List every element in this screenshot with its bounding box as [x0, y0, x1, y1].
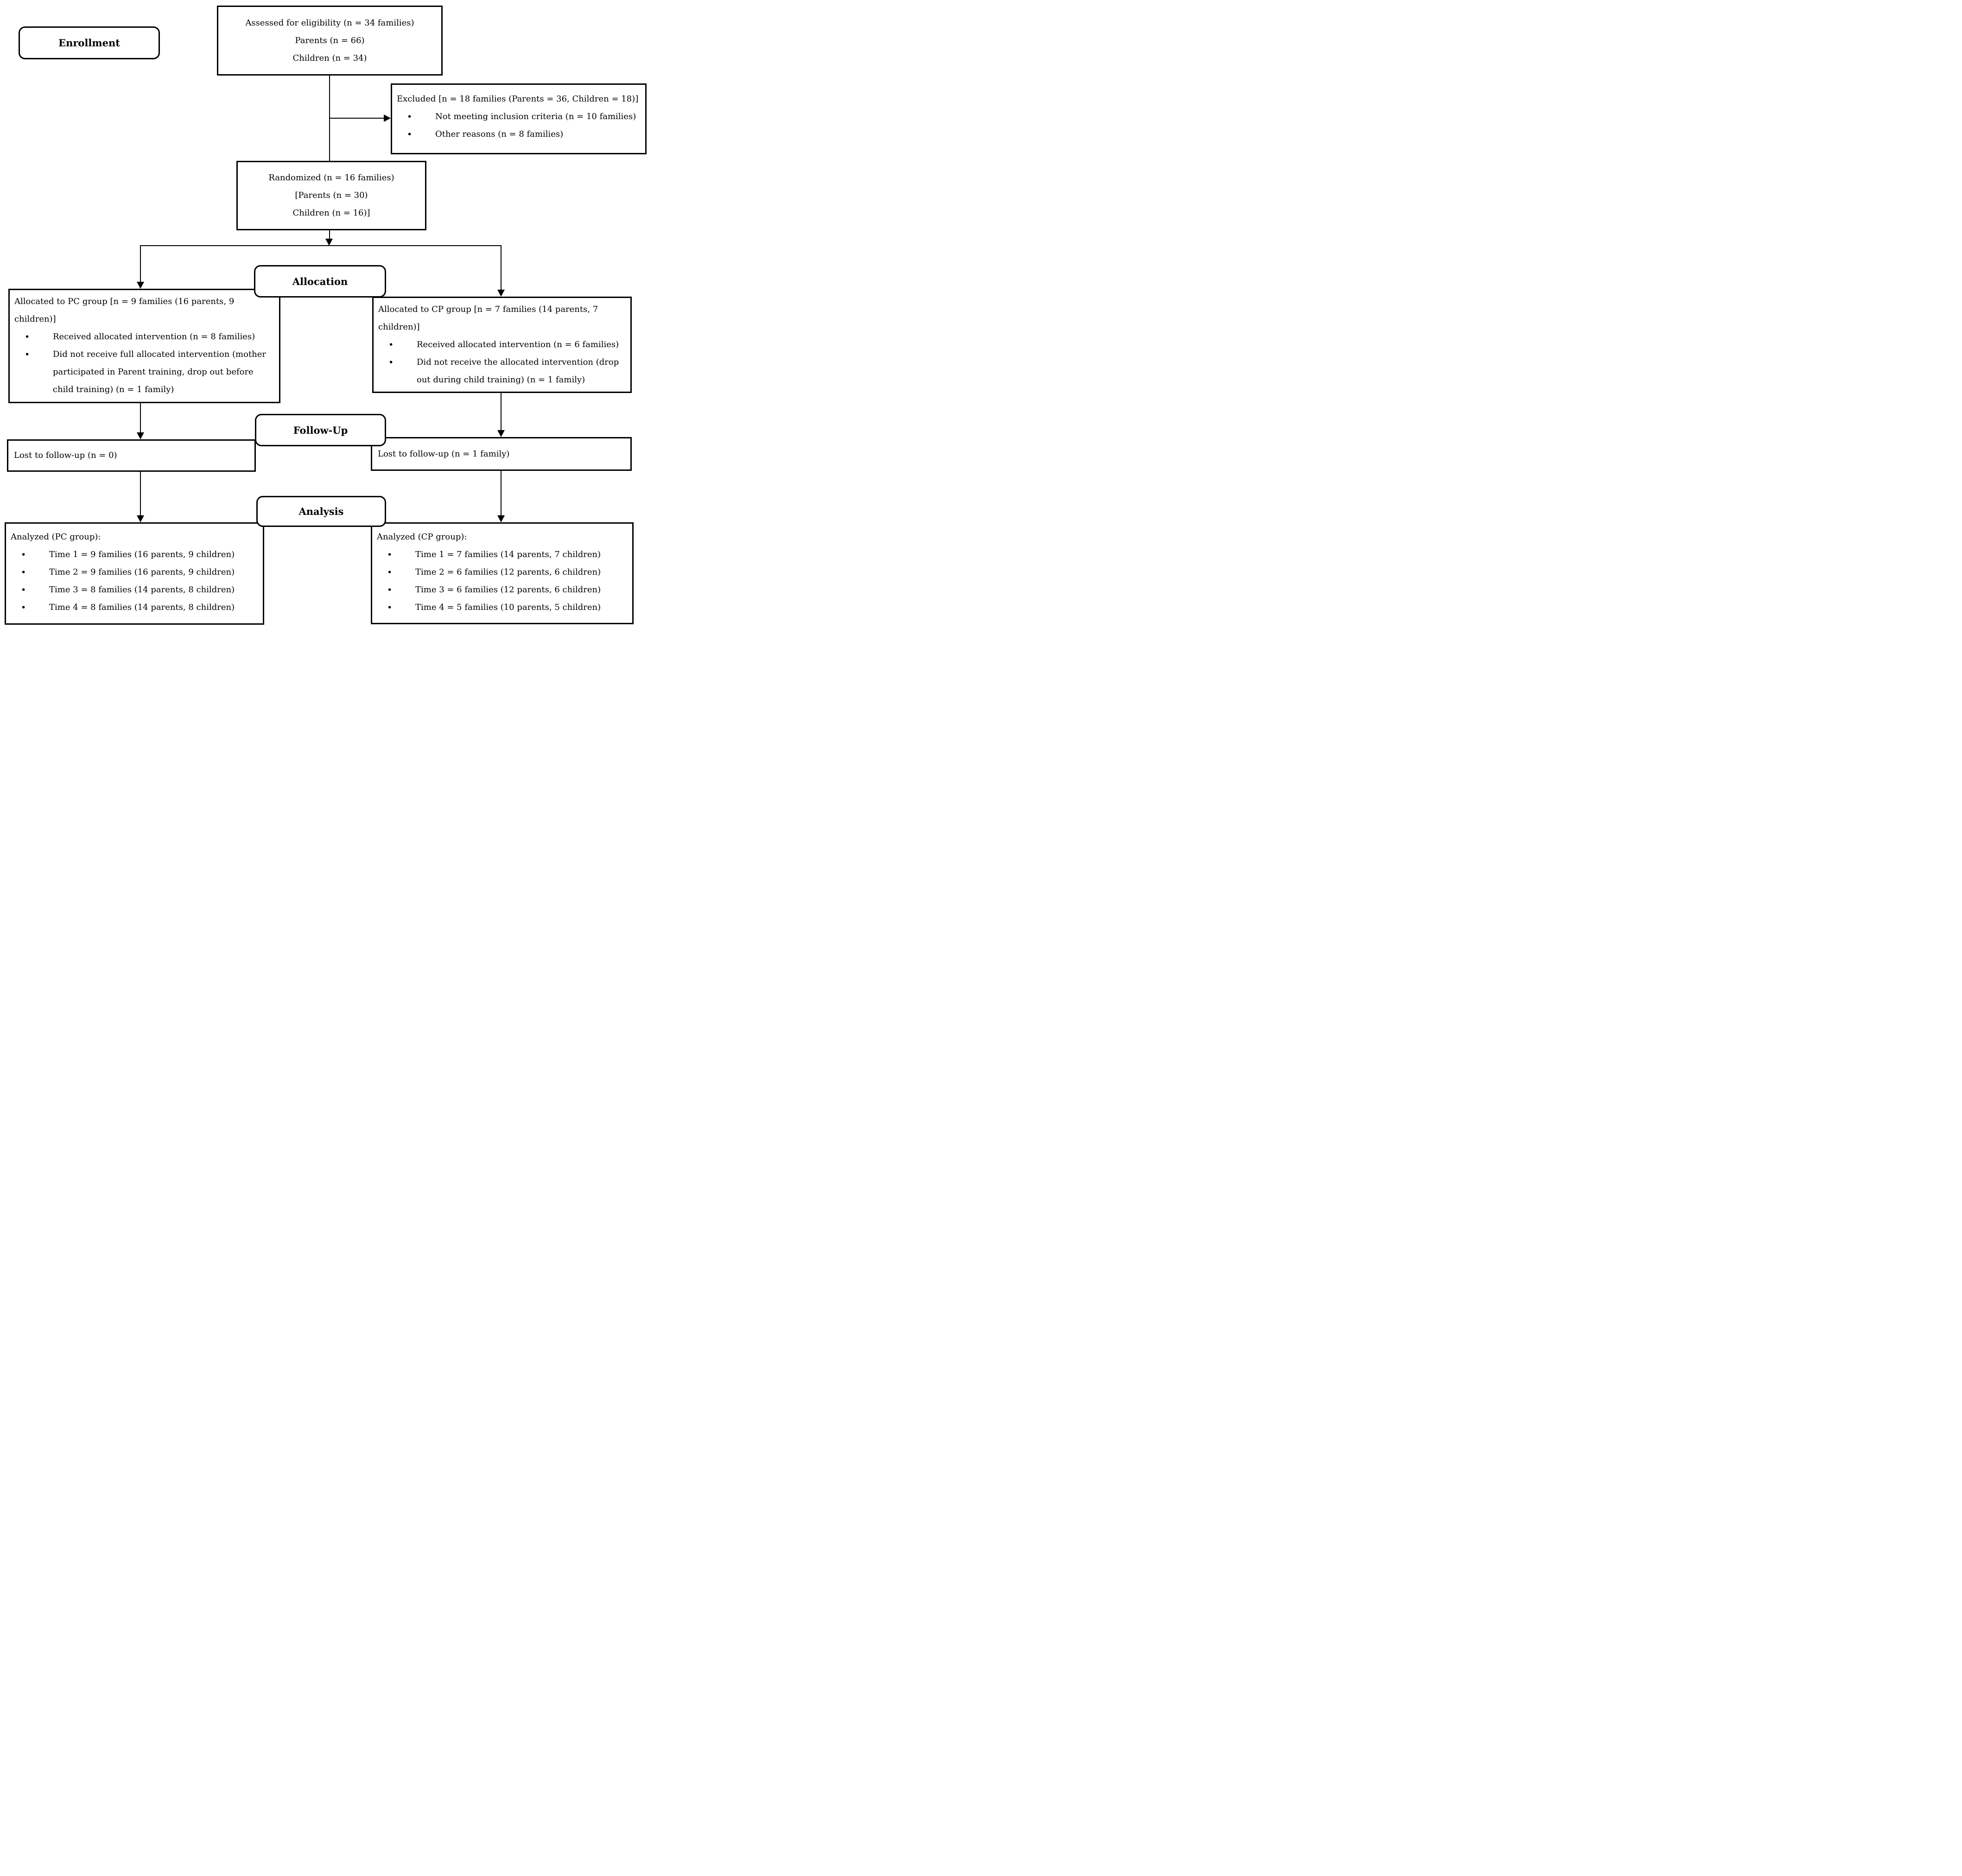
followup-stage-label: Follow-Up	[255, 414, 386, 446]
connector-randomized-to-split	[329, 230, 330, 240]
assessed-line-3: Children (n = 34)	[292, 53, 367, 63]
connector-pc-to-lost	[140, 403, 141, 433]
pc-allocation-box: Allocated to PC group [n = 9 families (1…	[8, 289, 280, 403]
allocation-stage-label: Allocation	[254, 265, 386, 298]
connector-cp-to-lost	[501, 393, 502, 431]
pc-allocation-bullet-1: Received allocated intervention (n = 8 f…	[14, 328, 275, 346]
analyzed-cp-bullet-2: Time 2 = 6 families (12 parents, 6 child…	[377, 564, 629, 581]
arrowhead-lost-cp	[497, 430, 505, 437]
arrowhead-excluded	[384, 114, 391, 122]
analyzed-pc-bullet-1: Time 1 = 9 families (16 parents, 9 child…	[11, 546, 259, 564]
consort-flow-diagram: Enrollment Allocation Follow-Up Analysis…	[0, 0, 654, 625]
analyzed-pc-box: Analyzed (PC group): Time 1 = 9 families…	[5, 522, 264, 625]
analyzed-cp-bullet-1: Time 1 = 7 families (14 parents, 7 child…	[377, 546, 629, 564]
arrowhead-analyzed-pc	[137, 515, 144, 522]
arrowhead-split-junction	[325, 239, 333, 246]
connector-lost-to-analyzed-cp	[501, 471, 502, 516]
randomized-line-2: [Parents (n = 30)	[295, 190, 368, 200]
followup-stage-text: Follow-Up	[293, 424, 348, 436]
excluded-box: Excluded [n = 18 families (Parents = 36,…	[391, 83, 647, 154]
analyzed-pc-bullet-4: Time 4 = 8 families (14 parents, 8 child…	[11, 599, 259, 616]
cp-allocation-intro: Allocated to CP group [n = 7 families (1…	[378, 304, 598, 332]
assessed-line-1: Assessed for eligibility (n = 34 familie…	[245, 18, 414, 28]
analysis-stage-text: Analysis	[298, 506, 344, 517]
analyzed-cp-bullet-3: Time 3 = 6 families (12 parents, 6 child…	[377, 581, 629, 599]
cp-allocation-box: Allocated to CP group [n = 7 families (1…	[372, 297, 632, 393]
arrowhead-lost-pc	[137, 432, 144, 439]
analyzed-cp-box: Analyzed (CP group): Time 1 = 7 families…	[371, 522, 634, 624]
analyzed-pc-title: Analyzed (PC group):	[11, 532, 101, 542]
connector-branch-to-excluded	[330, 118, 384, 119]
assessed-line-2: Parents (n = 66)	[295, 35, 365, 45]
excluded-bullet-1: Not meeting inclusion criteria (n = 10 f…	[397, 108, 641, 126]
analyzed-pc-bullet-3: Time 3 = 8 families (14 parents, 8 child…	[11, 581, 259, 599]
lost-cp-text: Lost to follow-up (n = 1 family)	[378, 449, 510, 459]
randomized-line-1: Randomized (n = 16 families)	[268, 173, 394, 183]
assessed-eligibility-box: Assessed for eligibility (n = 34 familie…	[217, 6, 443, 76]
lost-pc-box: Lost to follow-up (n = 0)	[7, 439, 256, 472]
connector-split-horizontal	[140, 245, 502, 246]
arrowhead-pc-allocation	[137, 282, 144, 289]
pc-allocation-bullet-2: Did not receive full allocated intervent…	[14, 346, 275, 399]
excluded-title: Excluded [n = 18 families (Parents = 36,…	[397, 94, 639, 104]
excluded-bullet-2: Other reasons (n = 8 families)	[397, 126, 641, 143]
lost-pc-text: Lost to follow-up (n = 0)	[14, 450, 117, 460]
analyzed-cp-bullet-4: Time 4 = 5 families (10 parents, 5 child…	[377, 599, 629, 616]
arrowhead-analyzed-cp	[497, 515, 505, 522]
connector-lost-to-analyzed-pc	[140, 472, 141, 516]
lost-cp-box: Lost to follow-up (n = 1 family)	[371, 437, 632, 471]
analyzed-cp-title: Analyzed (CP group):	[377, 532, 467, 542]
analyzed-pc-bullet-2: Time 2 = 9 families (16 parents, 9 child…	[11, 564, 259, 581]
connector-split-to-cp	[501, 246, 502, 291]
pc-allocation-intro: Allocated to PC group [n = 9 families (1…	[14, 297, 235, 324]
enrollment-stage-text: Enrollment	[58, 37, 120, 49]
enrollment-stage-label: Enrollment	[19, 26, 160, 59]
arrowhead-cp-allocation	[497, 290, 505, 297]
connector-split-to-pc	[140, 246, 141, 283]
randomized-line-3: Children (n = 16)]	[292, 208, 370, 218]
analysis-stage-label: Analysis	[256, 496, 386, 527]
allocation-stage-text: Allocation	[292, 275, 348, 287]
cp-allocation-bullet-1: Received allocated intervention (n = 6 f…	[378, 336, 627, 354]
cp-allocation-bullet-2: Did not receive the allocated interventi…	[378, 354, 627, 389]
randomized-box: Randomized (n = 16 families) [Parents (n…	[236, 161, 426, 230]
